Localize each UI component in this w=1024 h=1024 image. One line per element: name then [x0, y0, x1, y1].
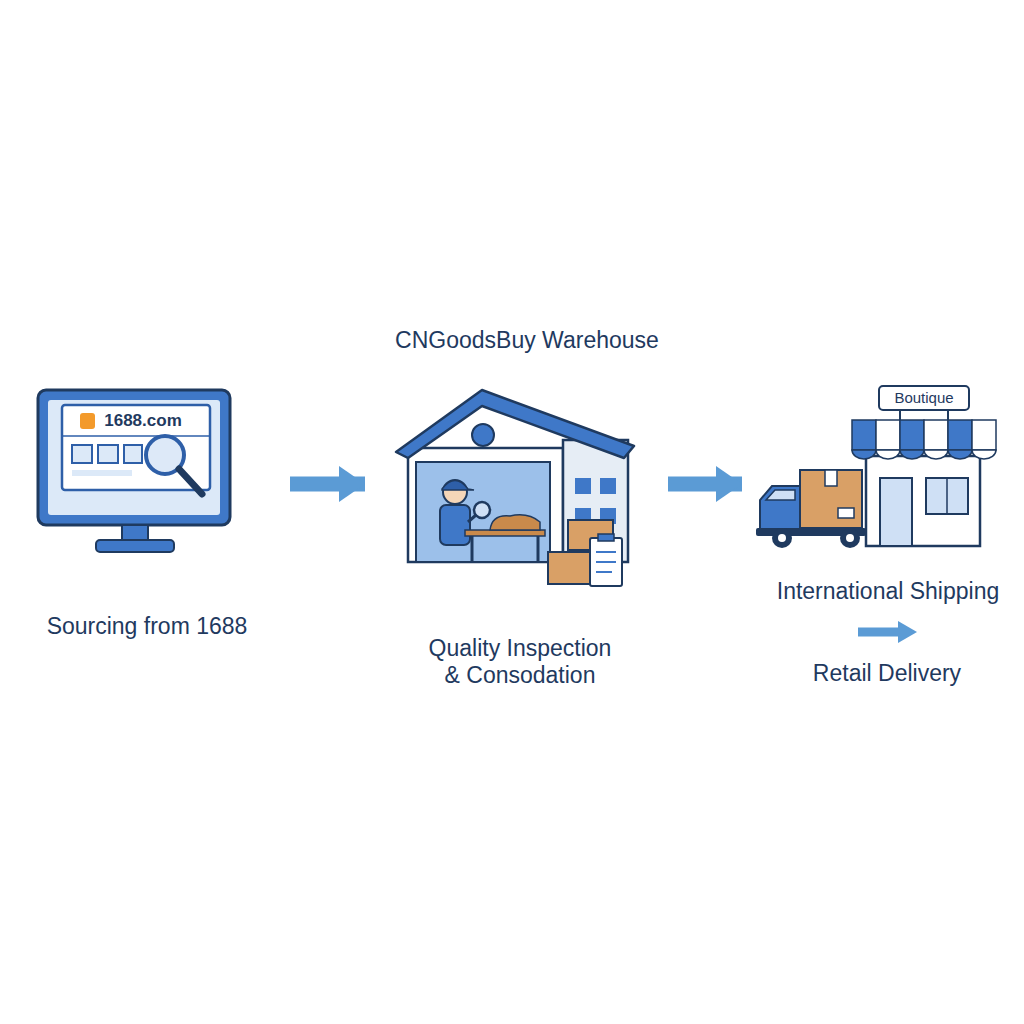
sign-post: [899, 410, 901, 420]
warehouse-roof: [396, 390, 634, 458]
browser-divider: [62, 435, 210, 437]
checklist-line: [596, 561, 616, 563]
stage-label: International Shipping: [758, 578, 1018, 605]
awning-scallop: [972, 450, 996, 459]
table-leg: [471, 536, 474, 562]
warehouse-wall: [408, 448, 563, 562]
monitor-frame: [38, 390, 230, 525]
sign-text: Boutique: [879, 387, 969, 409]
inspected-item: [490, 515, 540, 530]
product-tile: [72, 445, 92, 463]
building-window: [575, 478, 591, 494]
awning-stripe: [900, 420, 924, 450]
flow-arrow: [290, 477, 365, 492]
awning-stripe: [948, 420, 972, 450]
step-arrow-shaft: [858, 628, 900, 637]
product-tile: [98, 445, 118, 463]
parcel-box: [548, 552, 590, 584]
cargo-label: [838, 508, 854, 518]
awning-scallop: [924, 450, 948, 459]
process-stage: CNGoodsBuy WarehouseQuality Inspection &…: [365, 320, 668, 700]
store-sign: [879, 386, 969, 410]
wheel-hub: [846, 534, 854, 542]
awning-scallop: [852, 450, 876, 459]
flow-arrow: [668, 477, 742, 492]
clipboard-clip: [598, 534, 614, 541]
store-illustration: [852, 386, 996, 546]
store-door: [880, 478, 912, 546]
truck-window: [766, 490, 795, 500]
truck-wheel: [840, 528, 860, 548]
stage-label: Sourcing from 1688: [17, 613, 277, 640]
monitor-illustration: [38, 390, 230, 552]
worker-body: [440, 505, 470, 545]
step-arrow: [858, 621, 917, 643]
monitor-base: [96, 540, 174, 552]
truck-illustration: [756, 470, 866, 548]
table-leg: [537, 536, 540, 562]
awning-stripe: [972, 420, 996, 450]
stage-label: Quality Inspection & Consodation: [423, 635, 617, 689]
truck-wheel: [772, 528, 792, 548]
awning-scallop: [876, 450, 900, 459]
process-stage: International ShippingRetail Delivery: [742, 370, 1014, 700]
awning-scallop: [900, 450, 924, 459]
stage-heading: CNGoodsBuy Warehouse: [377, 327, 677, 354]
clipboard: [590, 538, 622, 586]
stage-label: Retail Delivery: [757, 660, 1017, 687]
store-window: [926, 478, 968, 514]
roof-window: [472, 424, 494, 446]
wheel-hub: [778, 534, 786, 542]
site-name: 1688.com: [93, 410, 193, 432]
awning-scallop: [948, 450, 972, 459]
warehouse-illustration: [396, 390, 634, 586]
text-line: [72, 470, 132, 476]
awning-stripe: [876, 420, 900, 450]
worker-cap: [442, 481, 474, 491]
window-bar: [946, 478, 948, 514]
magnifier-handle: [179, 469, 202, 494]
work-table: [465, 530, 545, 536]
monitor-neck: [122, 525, 148, 541]
cargo-tape: [825, 470, 837, 486]
step-arrow-head: [898, 621, 917, 643]
monitor-screen: [48, 400, 220, 515]
cargo-box: [800, 470, 862, 528]
checklist-line: [596, 571, 612, 573]
truck-cab: [760, 486, 800, 532]
awning-stripe: [852, 420, 876, 450]
site-logo: [80, 413, 95, 429]
sign-post: [947, 410, 949, 420]
product-tile: [124, 445, 142, 463]
warehouse-door: [416, 462, 550, 562]
awning-stripe: [924, 420, 948, 450]
building-window: [600, 478, 616, 494]
checklist-line: [596, 551, 616, 553]
store-wall: [866, 456, 980, 546]
inspection-handle: [468, 515, 476, 522]
